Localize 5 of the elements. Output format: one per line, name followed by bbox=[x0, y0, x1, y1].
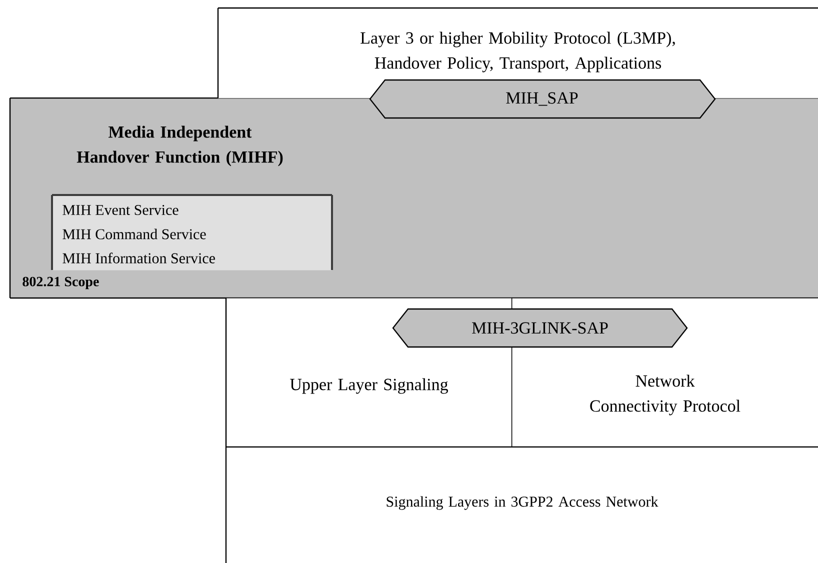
node-label: Network Connectivity Protocol bbox=[590, 374, 740, 416]
sap-hexagon: MIH_SAP bbox=[369, 79, 716, 119]
service-list-box: MIH Event Service MIH Command Service MIH Information Service bbox=[51, 194, 333, 270]
sap-hexagon: MIH-3GLINK-SAP bbox=[392, 308, 688, 348]
layer-box: Signaling Layers in 3GPP2 Access Network bbox=[225, 446, 818, 563]
